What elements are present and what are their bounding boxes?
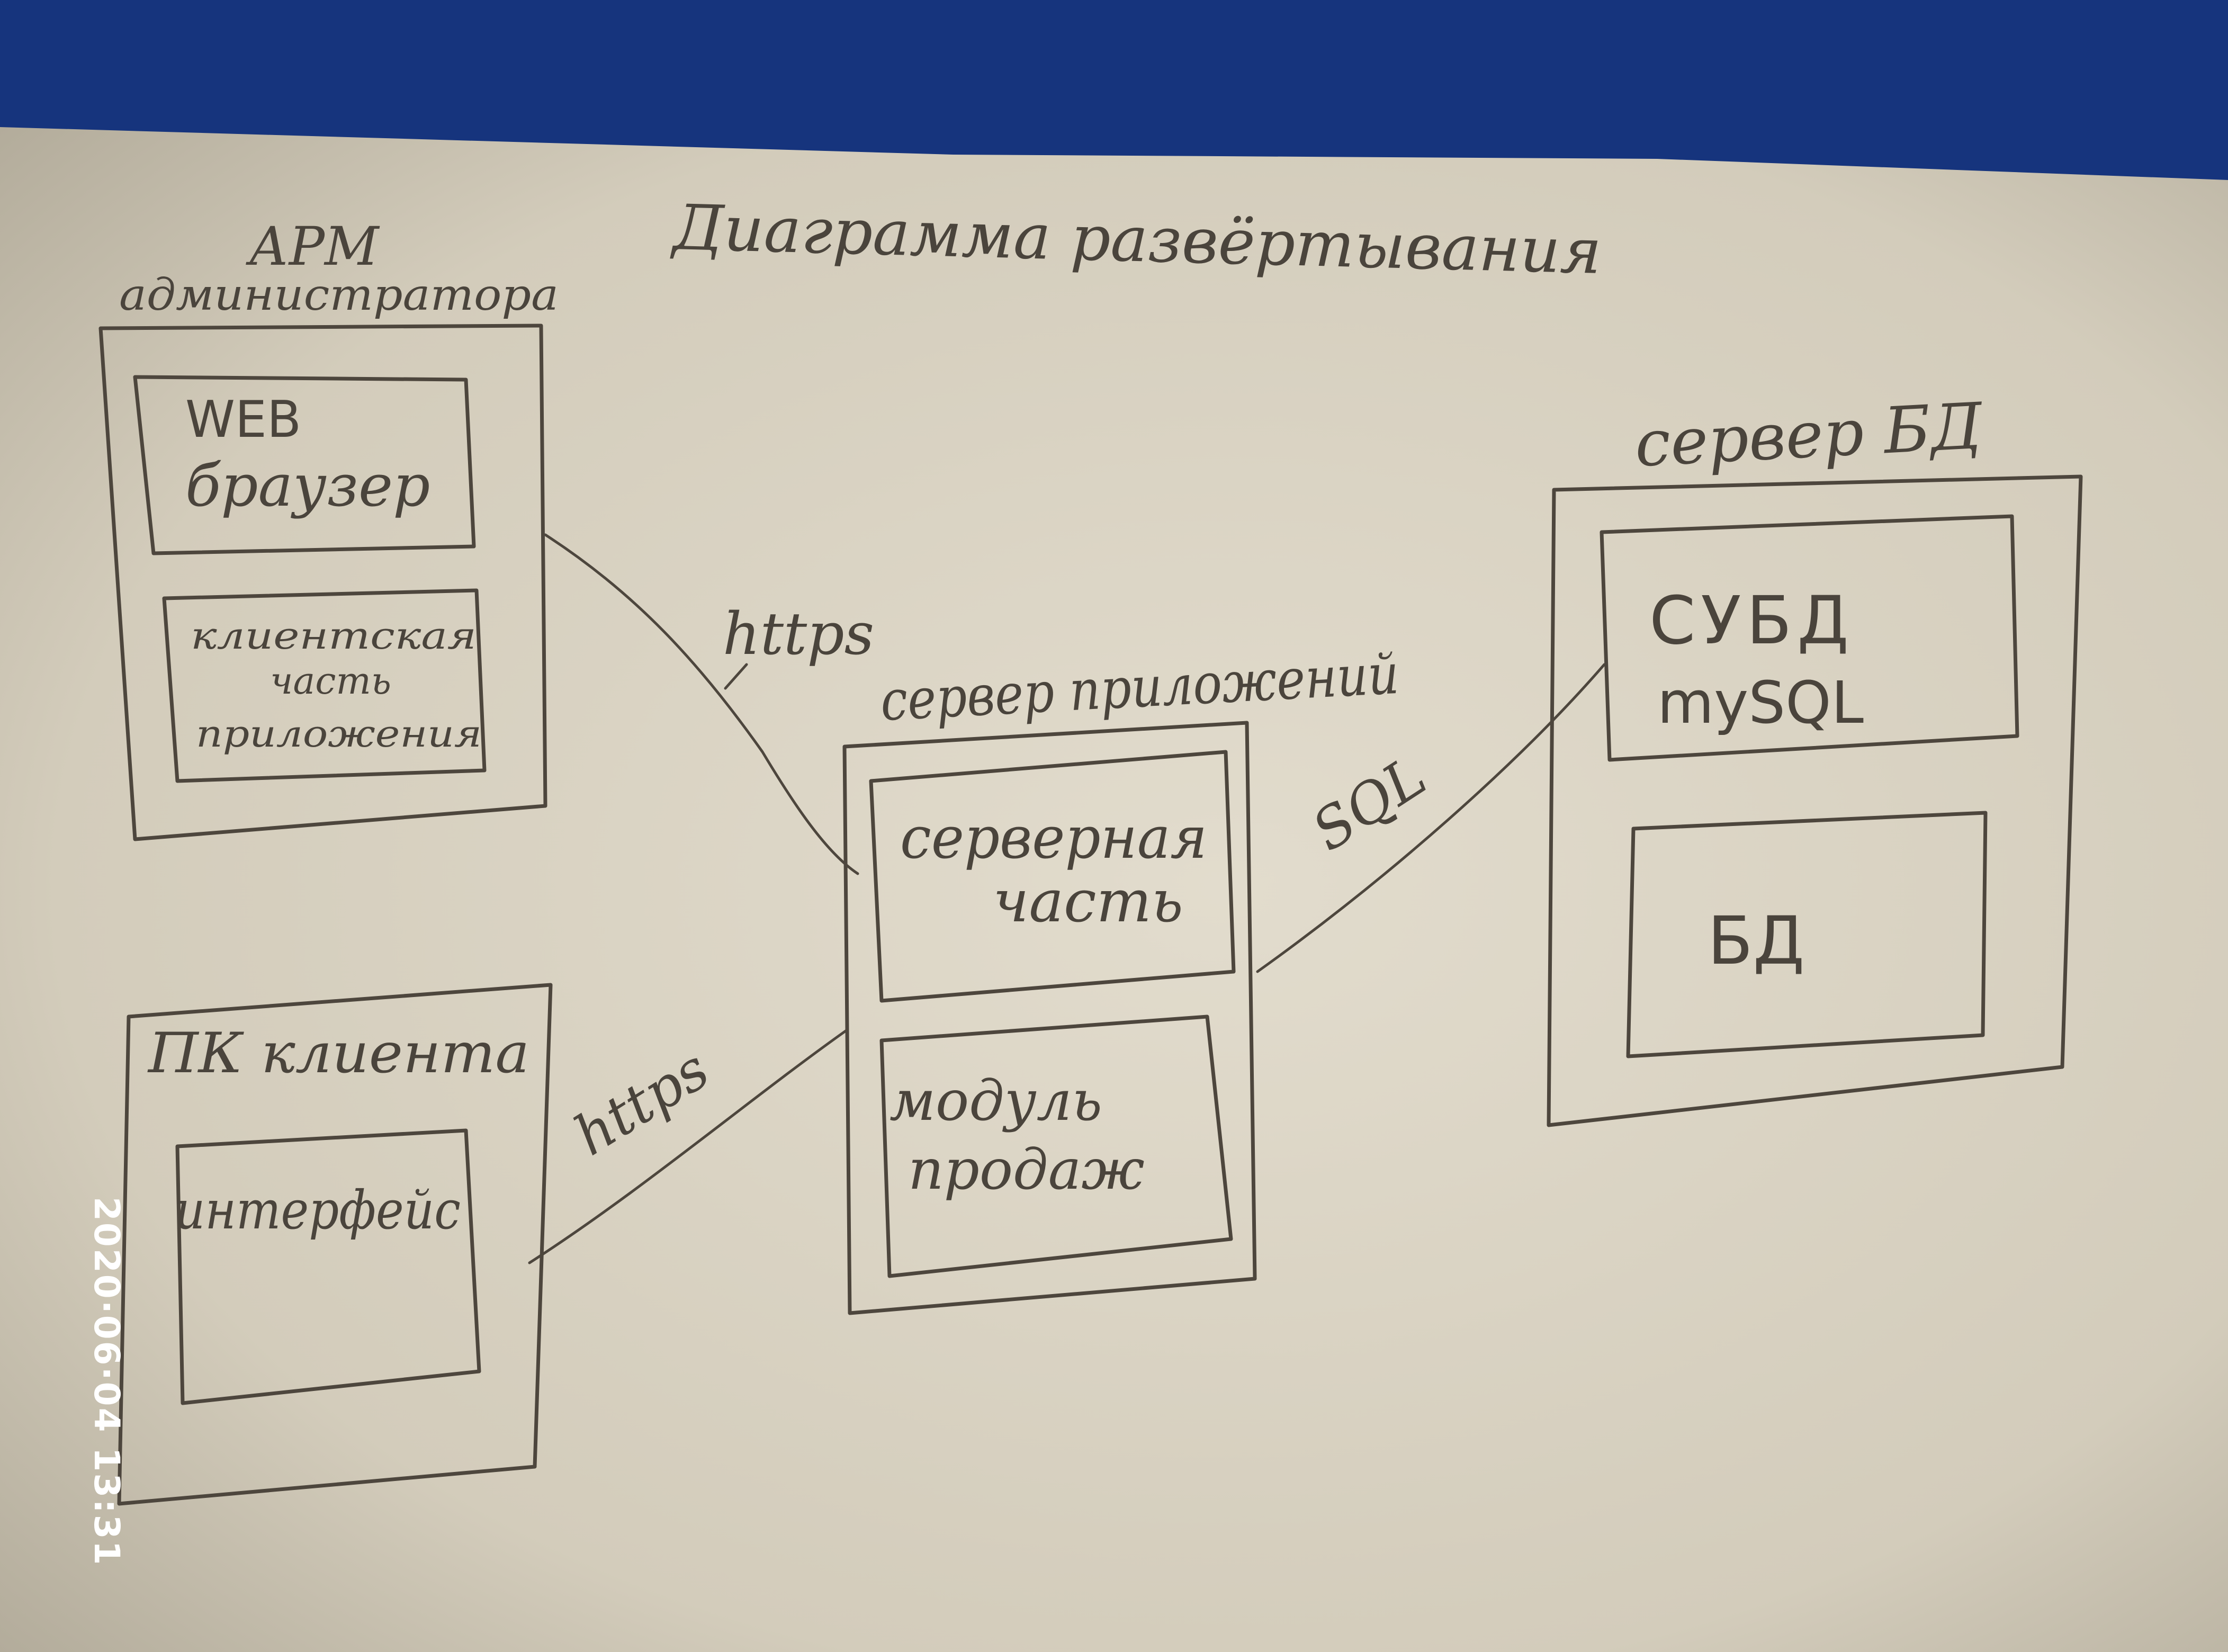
connection-app-db-line xyxy=(1256,663,1606,973)
db-server-box xyxy=(1547,474,2083,1127)
web-browser-component: WEB браузер xyxy=(133,375,476,555)
db-server-label: сервер БД xyxy=(1633,390,1985,481)
sales-module-line2: продаж xyxy=(908,1137,1145,1202)
web-browser-line1: WEB xyxy=(185,391,301,449)
admin-node-label-line1: АРМ xyxy=(246,216,380,277)
web-browser-line2: браузер xyxy=(185,452,430,519)
database-component: БД xyxy=(1626,811,1988,1058)
interface-label: интерфейс xyxy=(175,1179,461,1241)
database-box xyxy=(1626,811,1988,1058)
client-pc-box xyxy=(117,983,553,1506)
admin-node-label-line2: администратора xyxy=(119,270,559,320)
connection-client-app-line xyxy=(528,1028,849,1264)
dbms-component: СУБД mySQL xyxy=(1600,514,2019,762)
client-side-component: клиентская часть приложения xyxy=(162,588,487,783)
dbms-box xyxy=(1600,514,2019,762)
dbms-line2: mySQL xyxy=(1657,669,1864,737)
sales-module-box xyxy=(879,1014,1233,1278)
server-side-box xyxy=(869,750,1236,1003)
dbms-line1: СУБД xyxy=(1649,582,1854,659)
client-side-line2: часть xyxy=(270,659,391,703)
client-side-line3: приложения xyxy=(196,712,482,756)
server-side-line2: часть xyxy=(993,867,1183,935)
connection-admin-app-line xyxy=(544,533,859,875)
server-side-component: серверная часть xyxy=(869,750,1236,1003)
interface-component: интерфейс xyxy=(175,1128,481,1405)
sales-module-component: модуль продаж xyxy=(879,1014,1233,1278)
paper-sheet xyxy=(0,127,2228,1652)
database-label: БД xyxy=(1708,903,1804,980)
app-server-box xyxy=(842,721,1257,1315)
connection-admin-app-tick xyxy=(724,663,748,690)
camera-timestamp: 2020·06·04 13:31 xyxy=(86,1197,127,1567)
server-side-line1: серверная xyxy=(900,804,1207,872)
sales-module-line1: модуль xyxy=(890,1069,1102,1133)
client-pc-node: ПК клиента интерфейс xyxy=(117,983,553,1506)
connection-admin-app: https xyxy=(544,533,874,875)
client-side-box xyxy=(162,588,487,783)
db-server-node: сервер БД СУБД mySQL БД xyxy=(1547,390,2083,1127)
admin-workstation-node: АРМ администратора WEB браузер клиентска… xyxy=(98,216,559,841)
interface-box xyxy=(175,1128,481,1405)
admin-node-box xyxy=(98,324,547,841)
web-browser-box xyxy=(133,375,476,555)
connection-admin-app-label: https xyxy=(723,600,874,668)
client-side-line1: клиентская xyxy=(191,614,477,658)
client-pc-label: ПК клиента xyxy=(147,1021,529,1085)
